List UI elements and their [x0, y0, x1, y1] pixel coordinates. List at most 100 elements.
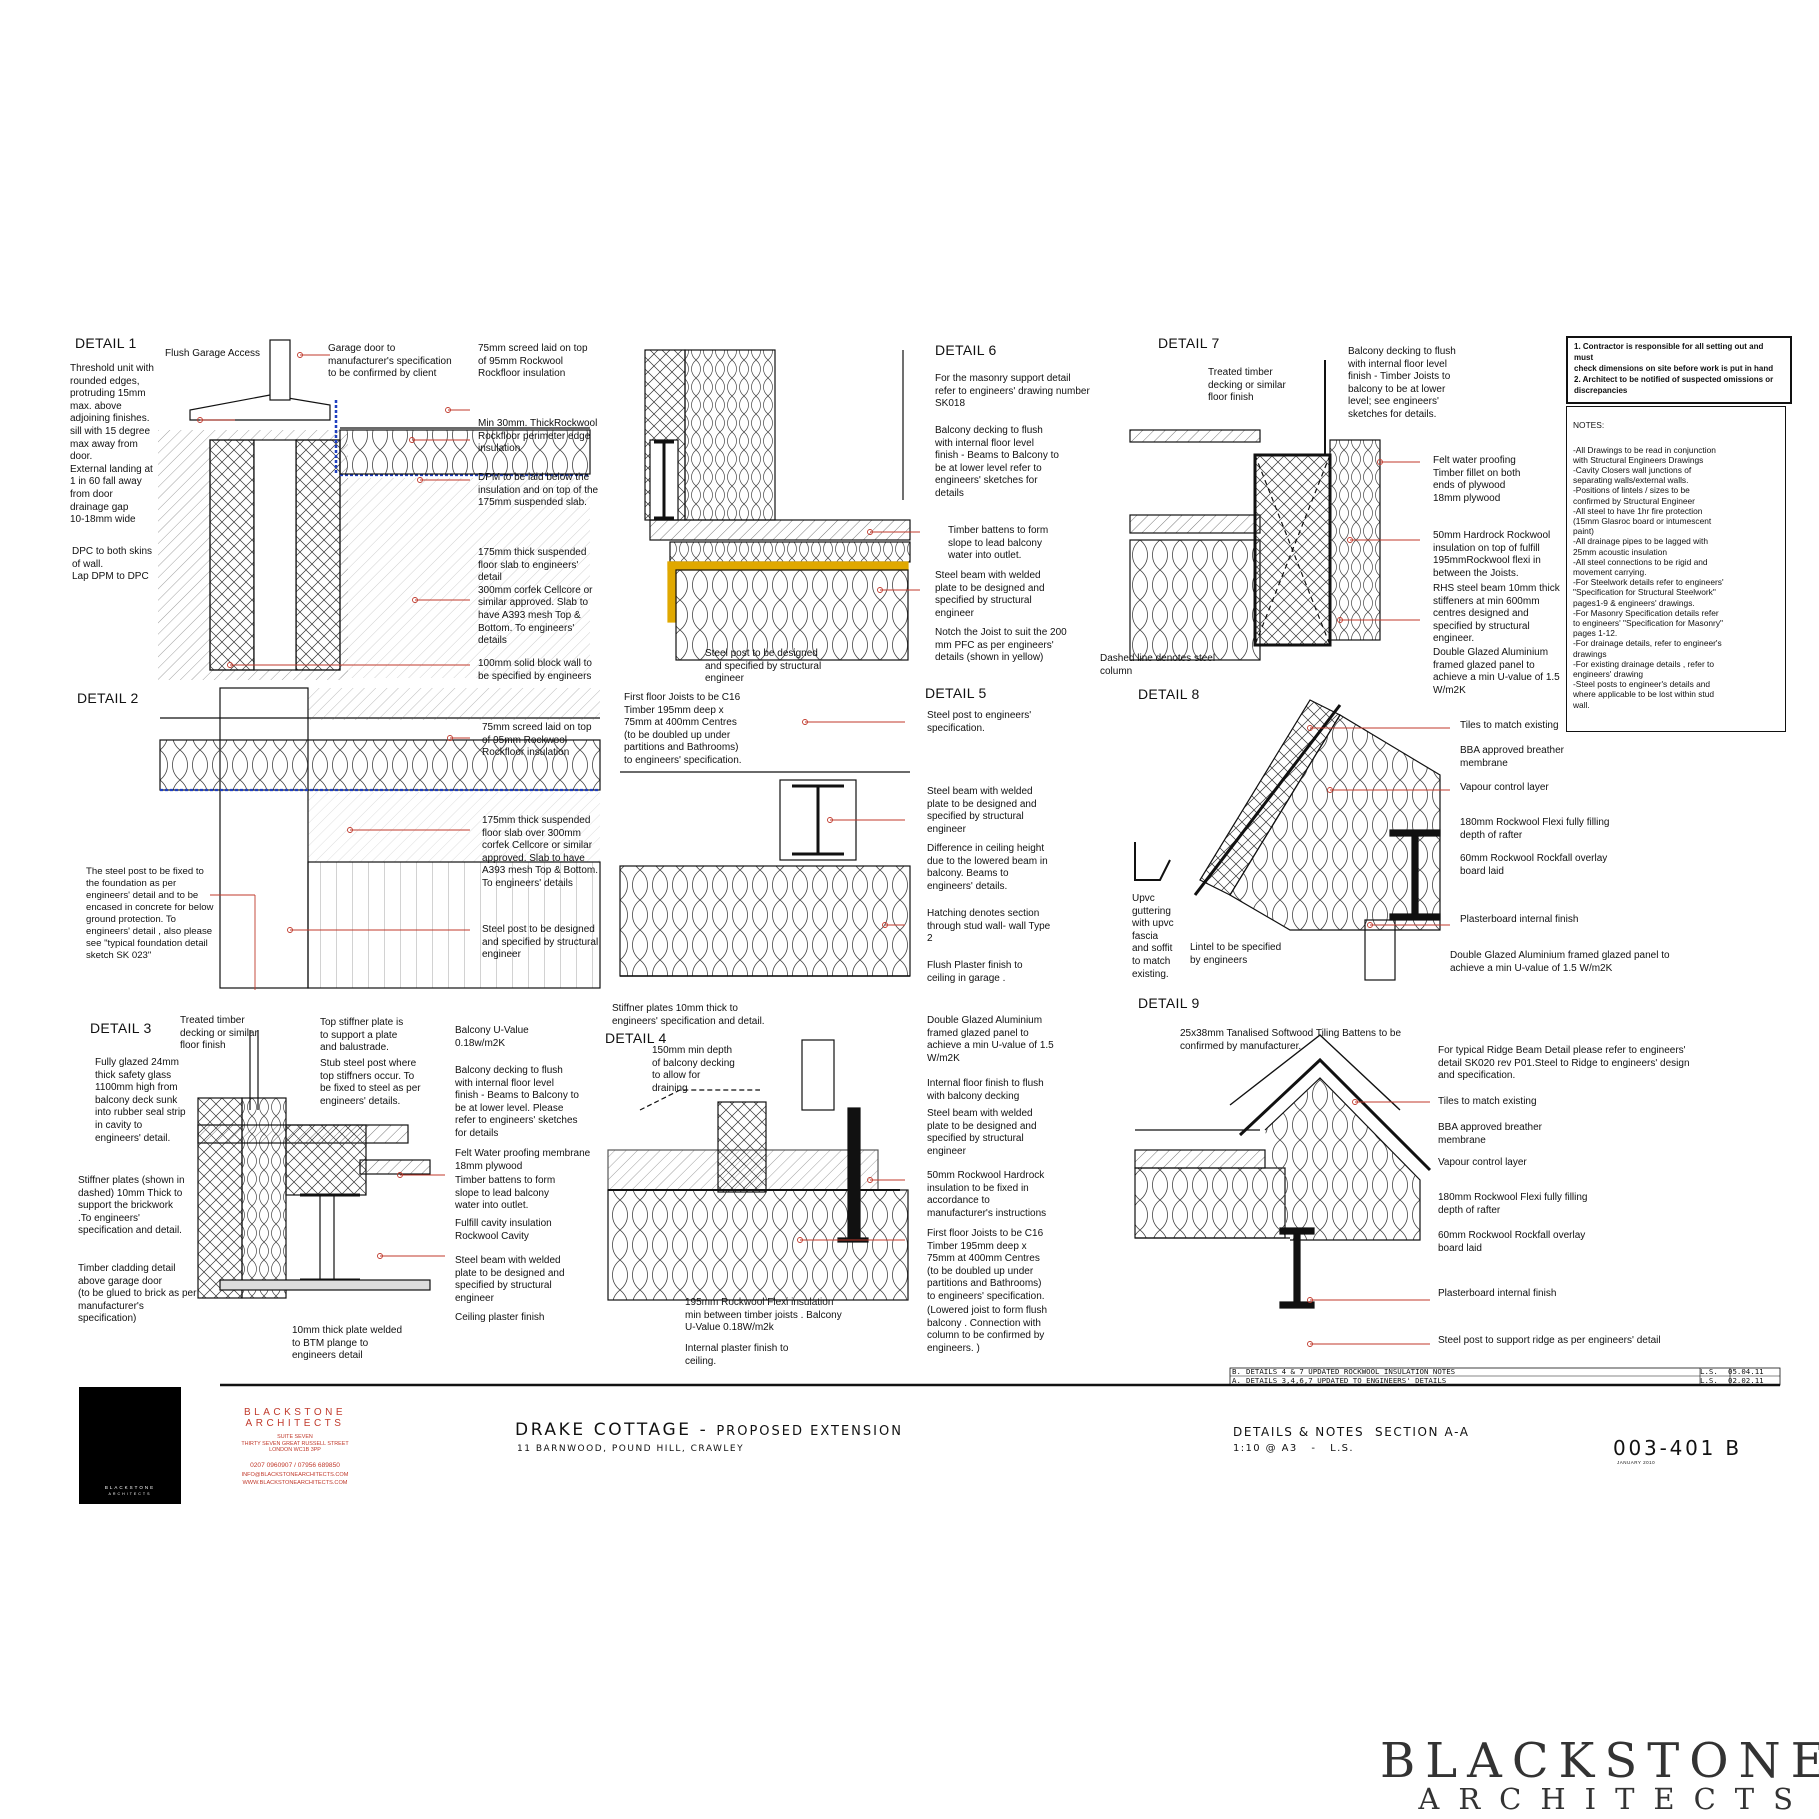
d3-note-felt: Felt Water proofing membrane 18mm plywoo…: [455, 1148, 591, 1172]
d4-note-plaster: Internal plaster finish to ceiling.: [685, 1343, 789, 1367]
d8-note-membrane: BBA approved breather membrane: [1460, 745, 1564, 769]
d2-note-screed: 75mm screed laid on top of 95mm Rockwool…: [482, 722, 592, 759]
detail-4-drawing: [607, 1039, 909, 1301]
d7-note-rhs: RHS steel beam 10mm thick stiffeners at …: [1433, 583, 1560, 645]
d8-note-flexi: 180mm Rockwool Flexi fully filling depth…: [1460, 817, 1610, 841]
d1-note-slab: 175mm thick suspended floor slab to engi…: [478, 547, 593, 647]
detail-2-title: DETAIL 2: [77, 690, 139, 706]
d2-note-slab: 175mm thick suspended floor slab over 30…: [482, 815, 598, 889]
leader-lines: [197, 352, 1450, 1347]
d5-note-joists: First floor Joists to be C16 Timber 195m…: [624, 692, 742, 766]
detail-2-drawing: [159, 687, 601, 989]
detail-1-drawing: [158, 339, 591, 680]
d6-note-masonry: For the masonry support detail refer to …: [935, 373, 1090, 410]
brand-wordmark-line2: ARCHITECTS: [1418, 1782, 1812, 1816]
d3-note-stiffner-plates: Stiffner plates (shown in dashed) 10mm T…: [78, 1175, 185, 1237]
d9-note-battens: 25x38mm Tanalised Softwood Tiling Batten…: [1180, 1028, 1402, 1052]
d4-note-steel-beam: Steel beam with welded plate to be desig…: [927, 1108, 1037, 1157]
d2-note-steel-post: Steel post to be designed and specified …: [482, 924, 599, 961]
firm-address: SUITE SEVEN THIRTY SEVEN GREAT RUSSELL S…: [241, 1434, 349, 1454]
d3-note-uvalue: Balcony U-Value 0.18w/m2K: [455, 1025, 529, 1049]
d6-note-balcony-decking: Balcony decking to flush with internal f…: [935, 425, 1059, 499]
detail-4-title: DETAIL 4: [605, 1030, 667, 1046]
detail-1-title: DETAIL 1: [75, 335, 137, 351]
d2-note-steel-post-foundation: The steel post to be fixed to the founda…: [86, 866, 214, 961]
detail-9-drawing: [1134, 1034, 1432, 1309]
d8-note-vcl: Vapour control layer: [1460, 782, 1549, 793]
d7-note-balcony: Balcony decking to flush with internal f…: [1348, 346, 1456, 420]
d6-note-steel-post: Steel post to be designed and specified …: [705, 648, 822, 685]
d7-note-felt: Felt water proofing Timber fillet on bot…: [1433, 455, 1521, 504]
firm-name: BLACKSTONE ARCHITECTS: [243, 1407, 347, 1429]
detail-9-title: DETAIL 9: [1138, 995, 1200, 1011]
contractor-box: 1. Contractor is responsible for all set…: [1566, 336, 1792, 404]
d1-note-threshold: Threshold unit with rounded edges, protr…: [70, 363, 154, 526]
d1-note-screed: 75mm screed laid on top of 95mm Rockwool…: [478, 343, 588, 380]
d1-note-dpm: DPM to be laid below the insulation and …: [478, 472, 599, 509]
revision-row: A. DETAILS 3,4,6,7 UPDATED TO ENGINEERS'…: [1232, 1375, 1764, 1385]
drawing-scale: 1:10 @ A3 - L.S.: [1233, 1443, 1354, 1454]
detail-5-title: DETAIL 5: [925, 685, 987, 701]
d1-note-edge-insulation: Min 30mm. ThickRockwool Rockfloor perime…: [478, 418, 598, 455]
title-block-lines: [220, 1367, 1781, 1387]
d1-note-dpc: DPC to both skins of wall. Lap DPM to DP…: [72, 546, 153, 583]
d3-note-balcony-decking: Balcony decking to flush with internal f…: [455, 1065, 579, 1139]
logo-black-square: BLACKSTONE ARCHITECTS: [79, 1387, 181, 1504]
brand-wordmark-line1: BLACKSTONE: [1380, 1733, 1819, 1789]
logo-text-1: BLACKSTONE: [104, 1485, 156, 1490]
d6-note-battens: Timber battens to form slope to lead bal…: [948, 525, 1049, 562]
drawing-title: DETAILS & NOTES SECTION A-A: [1233, 1425, 1470, 1439]
detail-8-drawing: [1134, 699, 1441, 981]
d4-note-stiffner: Stiffner plates 10mm thick to engineers'…: [612, 1003, 765, 1027]
d9-note-membrane: BBA approved breather membrane: [1438, 1122, 1542, 1146]
d9-note-ridge: For typical Ridge Beam Detail please ref…: [1438, 1045, 1690, 1082]
d5-note-flush-plaster: Flush Plaster finish to ceiling in garag…: [927, 960, 1023, 984]
d1-note-garage-door: Garage door to manufacturer's specificat…: [328, 343, 452, 380]
d7-note-decking: Treated timber decking or similar floor …: [1208, 367, 1286, 404]
detail-6-title: DETAIL 6: [935, 342, 997, 358]
logo-text-2: ARCHITECTS: [108, 1492, 152, 1496]
d3-note-battens: Timber battens to form slope to lead bal…: [455, 1175, 556, 1212]
drawing-date: JANUARY 2010: [1617, 1460, 1656, 1465]
d6-note-notch: Notch the Joist to suit the 200 mm PFC a…: [935, 627, 1067, 664]
d1-note-block-wall: 100mm solid block wall to be specified b…: [478, 658, 592, 682]
detail-7-drawing: [1129, 360, 1381, 661]
d7-note-hardrock: 50mm Hardrock Rockwool insulation on top…: [1433, 530, 1551, 579]
d9-note-tiles: Tiles to match existing: [1438, 1096, 1537, 1107]
d5-note-steel-beam: Steel beam with welded plate to be desig…: [927, 786, 1037, 835]
d3-note-glazing: Fully glazed 24mm thick safety glass 110…: [95, 1057, 186, 1144]
firm-email: INFO@BLACKSTONEARCHITECTS.COM: [241, 1472, 349, 1478]
drawing-number: 003-401 B: [1613, 1436, 1742, 1460]
d3-note-cavity: Fulfill cavity insulation Rockwool Cavit…: [455, 1218, 552, 1242]
d4-note-hardrock: 50mm Rockwool Hardrock insulation to be …: [927, 1170, 1047, 1219]
d9-note-rockfall: 60mm Rockwool Rockfall overlay board lai…: [1438, 1230, 1586, 1254]
detail-5-drawing: [619, 771, 911, 977]
d5-note-hatching: Hatching denotes section through stud wa…: [927, 908, 1051, 945]
project-title: DRAKE COTTAGE - PROPOSED EXTENSION: [515, 1420, 903, 1440]
d4-note-glazing: Double Glazed Aluminium framed glazed pa…: [927, 1015, 1054, 1064]
d8-note-lintel: Lintel to be specified by engineers: [1190, 942, 1282, 966]
detail-6-drawing: [644, 349, 911, 661]
d3-note-plate-welded: 10mm thick plate welded to BTM plange to…: [292, 1325, 403, 1362]
d3-note-decking: Treated timber decking or similar floor …: [180, 1015, 258, 1052]
d9-note-plasterboard: Plasterboard internal finish: [1438, 1288, 1557, 1299]
d8-note-tiles: Tiles to match existing: [1460, 720, 1559, 731]
revisions-table: B. DETAILS 4 & 7 UPDATED ROCKWOOL INSULA…: [1232, 1367, 1780, 1385]
d8-note-guttering: Upvc guttering with upvc fascia and soff…: [1132, 893, 1174, 980]
d3-note-ceiling: Ceiling plaster finish: [455, 1312, 545, 1323]
d7-note-dashed: Dashed line denotes steel column: [1100, 653, 1216, 677]
revision-row: B. DETAILS 4 & 7 UPDATED ROCKWOOL INSULA…: [1232, 1367, 1764, 1376]
notes-box: NOTES: -All Drawings to be read in conju…: [1566, 406, 1786, 732]
detail-3-drawing: [197, 1030, 431, 1299]
d4-note-decking-depth: 150mm min depth of balcony decking to al…: [652, 1045, 735, 1094]
d3-note-top-stiffner: Top stiffner plate is to support a plate…: [320, 1017, 404, 1054]
detail-7-title: DETAIL 7: [1158, 335, 1220, 351]
notes-body: -All Drawings to be read in conjunction …: [1573, 444, 1724, 710]
d9-note-vcl: Vapour control layer: [1438, 1157, 1527, 1168]
d4-note-lowered-joist: (Lowered joist to form flush balcony . C…: [927, 1305, 1048, 1354]
d9-note-steel-post: Steel post to support ridge as per engin…: [1438, 1335, 1661, 1346]
d8-note-plasterboard: Plasterboard internal finish: [1460, 914, 1579, 925]
d6-note-steel-beam: Steel beam with welded plate to be desig…: [935, 570, 1045, 619]
firm-web: WWW.BLACKSTONEARCHITECTS.COM: [242, 1480, 348, 1486]
